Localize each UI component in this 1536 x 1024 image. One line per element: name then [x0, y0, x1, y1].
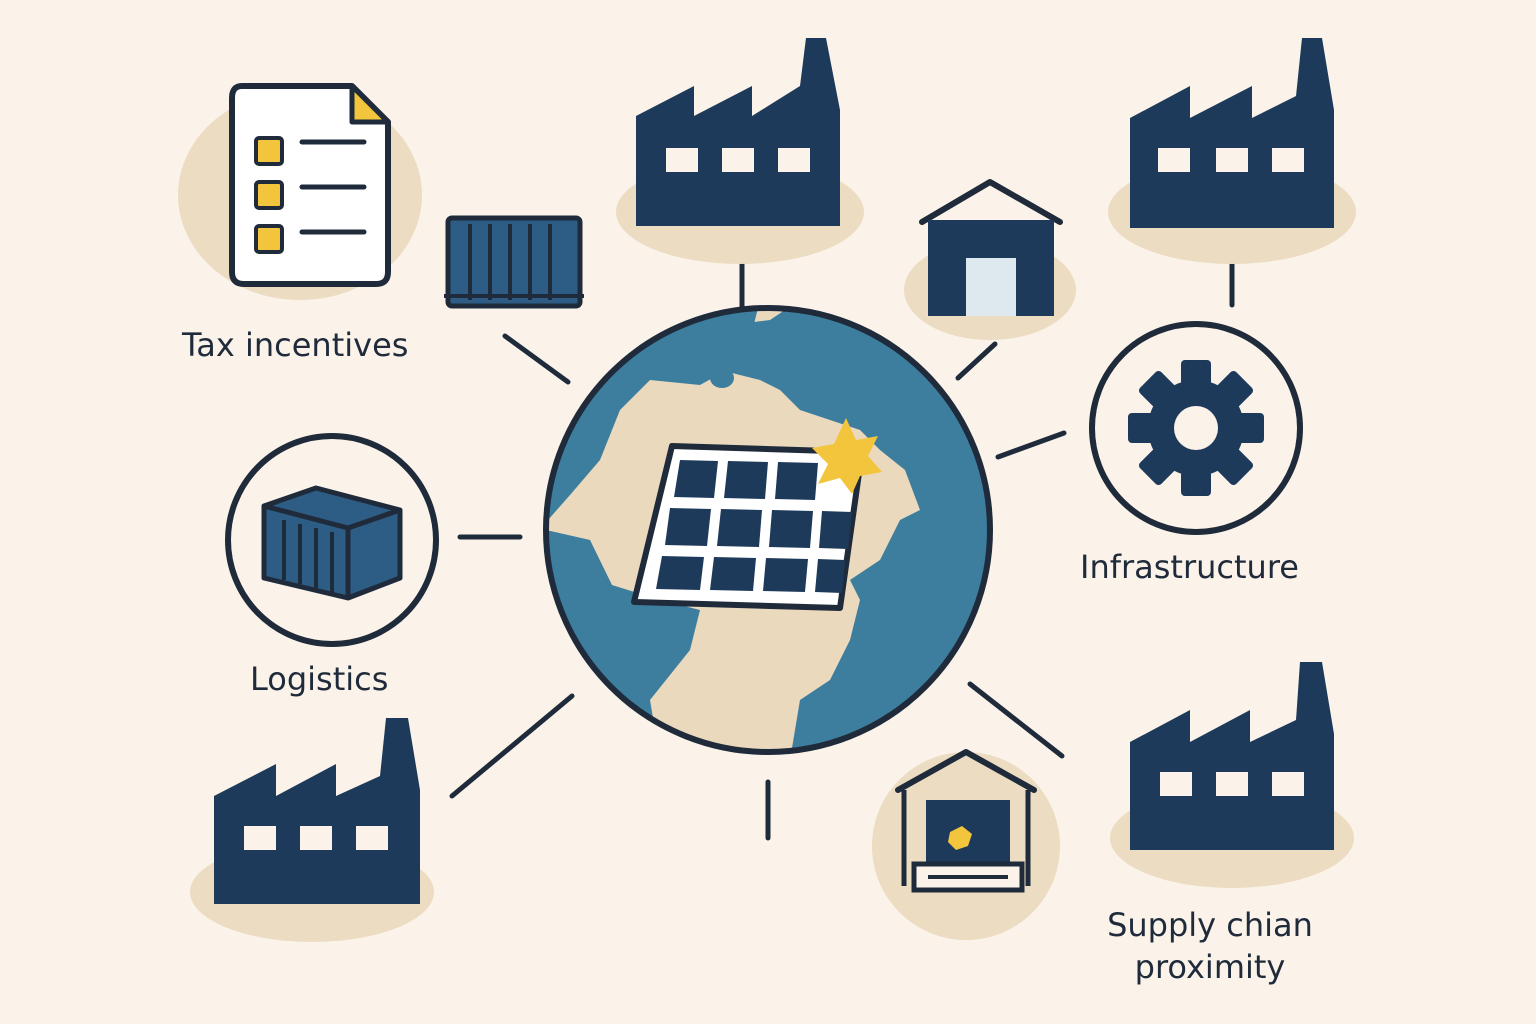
factory-node-top: [616, 38, 864, 264]
warehouse-node-top: [904, 179, 1076, 340]
connector-lines: [449, 247, 1235, 841]
warehouse-node-bottom: [872, 749, 1060, 940]
cargo-box-icon: [261, 485, 403, 601]
logistics-node: [225, 433, 439, 647]
factory-icon: [1130, 38, 1334, 228]
solar-panel-icon: [631, 418, 882, 611]
factory-icon: [636, 38, 840, 226]
tax-incentives-node: [178, 83, 422, 300]
factory-icon: [1130, 662, 1334, 850]
label-tax-incentives: Tax incentives: [182, 326, 409, 364]
factory-node-bottom-left: [190, 718, 434, 942]
label-logistics: Logistics: [250, 660, 389, 698]
gear-icon: [1128, 360, 1264, 496]
infrastructure-node: [1089, 321, 1303, 535]
label-infrastructure: Infrastructure: [1080, 548, 1299, 586]
shipping-container-icon: [444, 215, 584, 309]
factory-node-bottom-right: [1110, 662, 1354, 888]
factory-node-top-right: [1108, 38, 1356, 264]
factory-icon: [214, 718, 420, 904]
label-supply-chain-proximity: Supply chian proximity: [1107, 906, 1313, 986]
